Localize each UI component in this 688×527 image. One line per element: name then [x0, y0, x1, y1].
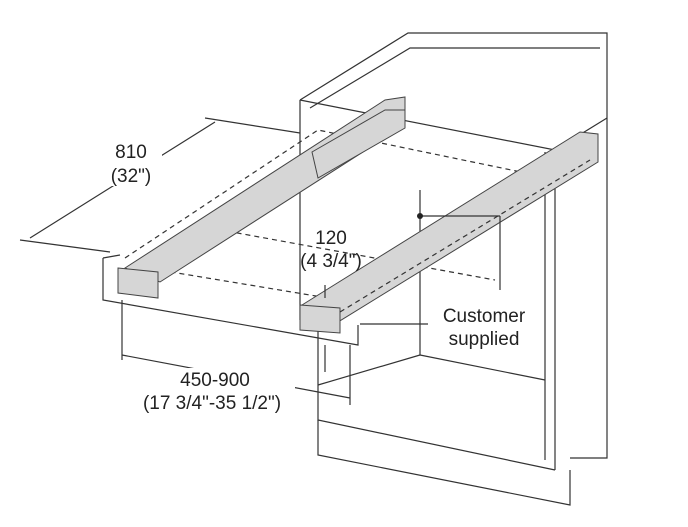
left-rail — [117, 96, 406, 299]
height-label-inches: (4 3/4") — [300, 251, 362, 272]
width-label: 450-900 — [180, 370, 250, 391]
callout-supplied: supplied — [449, 329, 520, 350]
callout-customer: Customer — [443, 306, 526, 327]
height-label: 120 — [315, 228, 347, 249]
depth-label: 810 — [115, 142, 147, 163]
width-label-inches: (17 3/4"-35 1/2") — [143, 393, 281, 414]
dimension-labels: 810 (32") 120 (4 3/4") Customer supplied… — [100, 136, 526, 414]
depth-label-inches: (32") — [111, 166, 152, 187]
right-rail — [299, 131, 599, 334]
